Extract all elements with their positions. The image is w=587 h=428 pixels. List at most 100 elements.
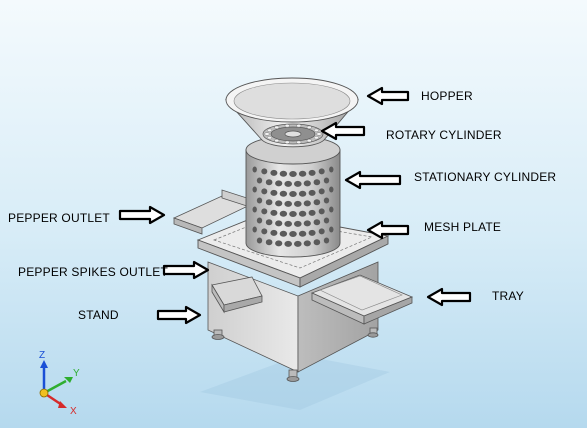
perforation-hole (289, 191, 297, 197)
perforation-hole (318, 168, 325, 175)
perforation-hole (298, 210, 307, 217)
perforation-hole (270, 209, 278, 216)
perforation-hole (313, 219, 321, 226)
perforation-hole (256, 177, 263, 184)
perforation-hole (303, 220, 311, 227)
perforation-hole (303, 180, 311, 187)
perforation-hole (313, 179, 321, 186)
rotary-slot (306, 139, 312, 143)
perforation-hole (308, 229, 316, 236)
rotary-cylinder-slots (264, 124, 322, 144)
perforation-hole (270, 229, 278, 236)
rotary-slot (296, 140, 302, 144)
floor-reflection (200, 355, 390, 410)
perforation-hole (294, 180, 302, 187)
rotary-cylinder (262, 123, 324, 145)
rotary-cylinder-arrow (320, 121, 366, 141)
perforation-hole (323, 217, 330, 224)
cylinder-perforations (252, 166, 334, 247)
rotary-slot (264, 132, 270, 136)
pepper-spikes-outlet-arrow (162, 260, 210, 280)
rotary-slot (267, 128, 272, 132)
rotary-slot (267, 136, 272, 140)
perforation-hole (284, 220, 293, 227)
perforation-hole (323, 197, 330, 204)
triad-x-label: X (70, 406, 77, 417)
rotary-slot (306, 125, 312, 129)
perforation-hole (279, 230, 288, 237)
rotary-slot (284, 124, 290, 128)
perforation-hole (265, 239, 273, 246)
hopper (224, 77, 359, 148)
label-stationary-cylinder: STATIONARY CYLINDER (414, 170, 557, 184)
triad-y-label: Y (73, 368, 80, 379)
perforation-hole (284, 200, 293, 207)
perforation-hole (265, 199, 273, 206)
pepper-outlet-chute (172, 189, 252, 235)
label-pepper-spikes-outlet: PEPPER SPIKES OUTLET (18, 265, 169, 279)
perforation-hole (289, 211, 297, 217)
mesh-plate-arrow (366, 220, 410, 240)
perforation-hole (279, 210, 288, 217)
perforation-hole (261, 208, 268, 215)
perforation-hole (289, 171, 297, 177)
perforation-hole (308, 169, 316, 176)
perforation-hole (289, 231, 297, 237)
label-pepper-outlet: PEPPER OUTLET (8, 211, 110, 225)
perforation-hole (261, 188, 268, 195)
pepper-spikes-outlet-chute (211, 276, 263, 314)
tray-shape (310, 274, 414, 325)
perforation-hole (275, 200, 283, 207)
label-rotary-cylinder: ROTARY CYLINDER (386, 128, 502, 142)
rotary-slot (313, 136, 319, 140)
perforation-hole (323, 177, 330, 184)
rotary-slot (274, 125, 280, 129)
perforation-hole (329, 166, 334, 173)
perforation-hole (294, 200, 302, 207)
perforation-hole (252, 206, 257, 213)
perforation-hole (318, 208, 325, 215)
perforation-hole (275, 180, 283, 187)
perforation-hole (252, 186, 257, 193)
perforation-hole (256, 237, 263, 244)
rotary-slot (296, 124, 302, 128)
perforation-hole (298, 190, 307, 197)
perforation-hole (265, 219, 273, 226)
hopper-arrow (366, 86, 410, 106)
perforation-hole (318, 188, 325, 195)
perforation-hole (284, 180, 293, 187)
label-mesh-plate: MESH PLATE (424, 220, 502, 234)
perforation-hole (303, 240, 311, 247)
perforation-hole (270, 189, 278, 196)
perforation-hole (329, 206, 334, 213)
perforation-hole (270, 169, 278, 176)
perforation-hole (308, 189, 316, 196)
perforation-hole (261, 168, 268, 175)
perforation-hole (275, 220, 283, 227)
rotary-slot (274, 139, 280, 143)
perforation-hole (298, 230, 307, 237)
triad-origin (39, 388, 49, 398)
perforation-hole (265, 179, 273, 186)
perforation-hole (279, 190, 288, 197)
perforation-hole (313, 239, 321, 246)
perforation-hole (256, 217, 263, 224)
stand-arrow (156, 305, 202, 325)
perforation-hole (329, 186, 334, 193)
perforation-hole (318, 228, 325, 235)
stationary-cylinder-arrow (344, 170, 402, 190)
perforation-hole (294, 240, 302, 247)
perforation-hole (275, 240, 283, 247)
perforation-hole (279, 170, 288, 177)
rotary-slot (284, 140, 290, 144)
perforation-hole (308, 209, 316, 216)
perforation-hole (261, 228, 268, 235)
rotary-slot (313, 128, 319, 132)
perforation-hole (294, 220, 302, 227)
perforation-hole (313, 199, 321, 206)
rotary-slot (316, 132, 322, 136)
perforation-hole (252, 166, 257, 173)
pepper-outlet-arrow (118, 205, 166, 225)
